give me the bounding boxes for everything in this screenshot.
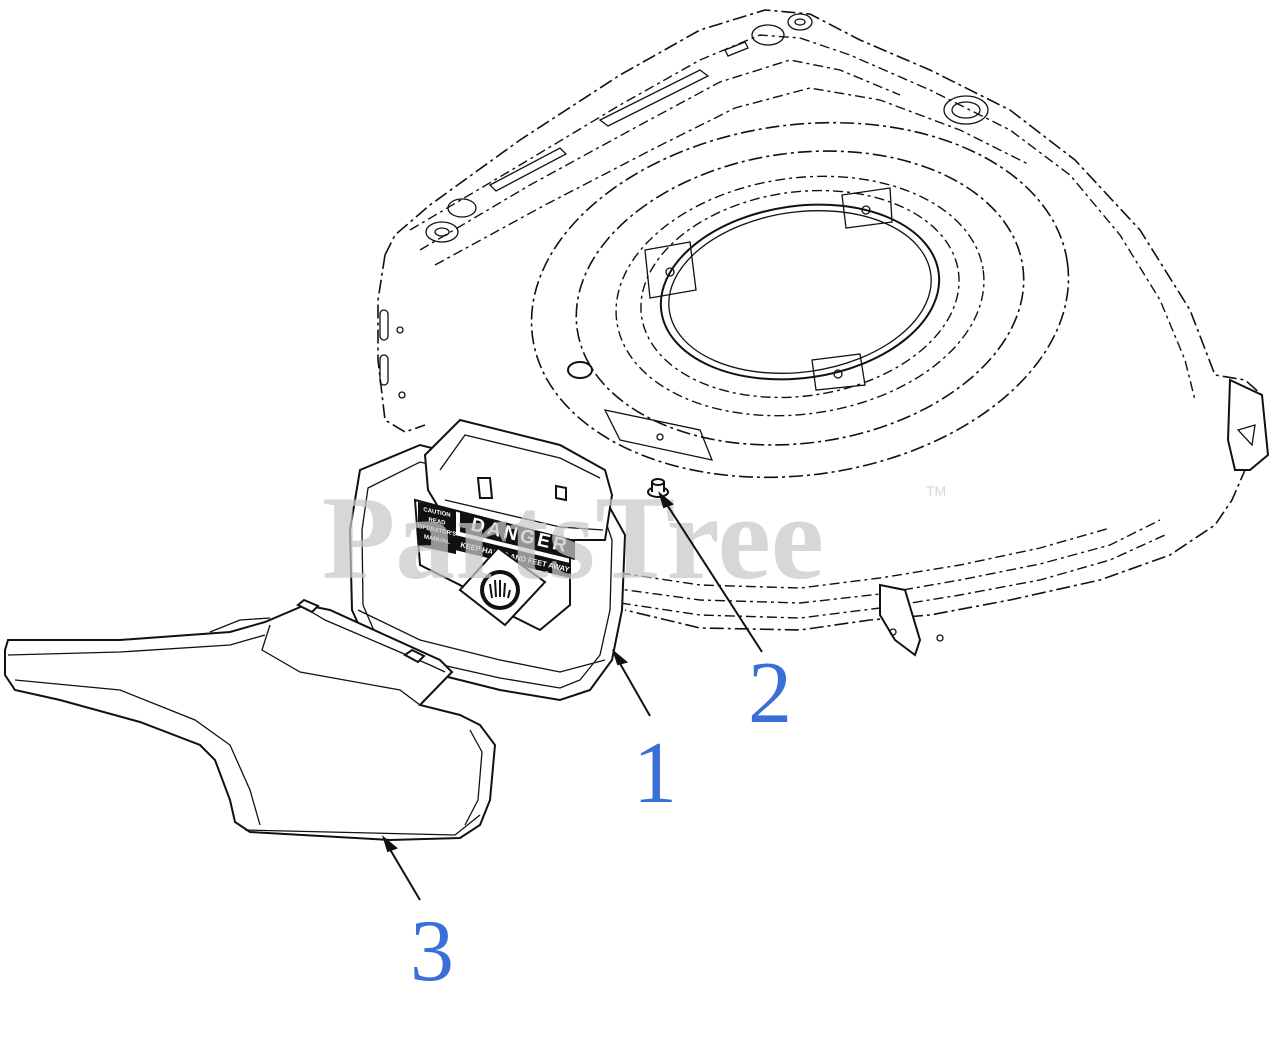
callout-3: 3 bbox=[410, 903, 454, 1000]
decal-warning-line-1: CAUTION bbox=[423, 507, 450, 519]
watermark: PartsTree TM bbox=[322, 471, 946, 604]
watermark-trademark: TM bbox=[926, 483, 946, 499]
mower-deck bbox=[377, 9, 1270, 657]
part-2-fastener bbox=[647, 478, 669, 498]
part-1-discharge-door: CAUTION READ OPERATOR'S MANUAL DANGER KE… bbox=[348, 418, 627, 702]
callout-2: 2 bbox=[748, 645, 792, 742]
leader-lines bbox=[382, 491, 763, 901]
watermark-text: PartsTree bbox=[322, 471, 824, 604]
hand-icon bbox=[489, 579, 511, 599]
callout-1: 1 bbox=[633, 725, 677, 822]
callouts: 1 2 3 bbox=[410, 645, 792, 1000]
decal-warning-line-4: MANUAL bbox=[424, 534, 450, 546]
decal-warning-line-2: READ bbox=[429, 517, 447, 527]
part-3-side-chute bbox=[4, 598, 497, 842]
